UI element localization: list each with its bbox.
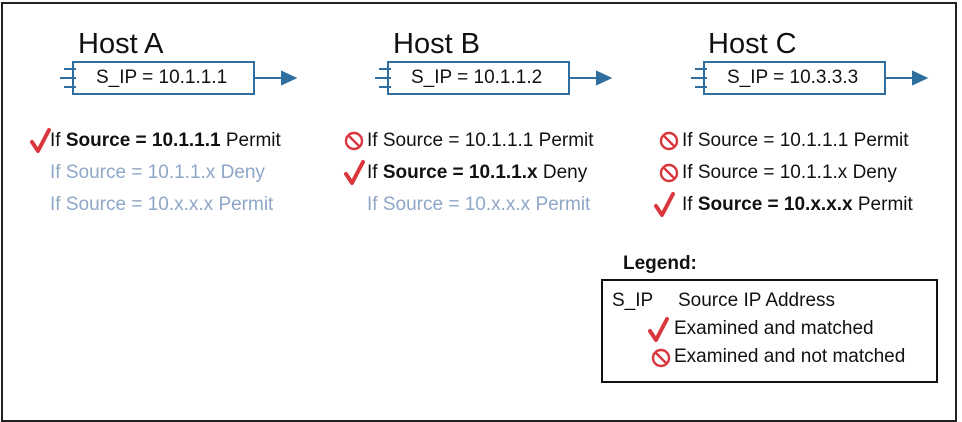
prohibit-icon xyxy=(659,163,679,183)
packet-lines-c xyxy=(691,68,707,88)
rule-action: Deny xyxy=(537,162,588,183)
packet-lines-a xyxy=(60,68,76,88)
check-icon xyxy=(648,317,669,342)
acl-rule: If Source = 10.1.1.1 Permit xyxy=(367,129,594,153)
arrow-icon xyxy=(570,70,613,86)
rule-text: If Source = 10.x.x.x Permit xyxy=(367,194,591,215)
check-icon xyxy=(30,128,51,153)
packet-box: S_IP = 10.1.1.1 xyxy=(72,61,255,95)
legend-abbrev-meaning: Source IP Address xyxy=(678,290,836,311)
rule-text: If Source = 10.1.1.x Deny xyxy=(682,162,897,183)
packet-lines-b xyxy=(375,68,391,88)
host-title: Host B xyxy=(393,28,481,60)
packet-box: S_IP = 10.3.3.3 xyxy=(703,61,886,95)
rule-text: If Source = 10.1.1.1 Permit xyxy=(367,130,594,151)
rule-text: If xyxy=(367,162,383,183)
diagram-graphics xyxy=(30,68,929,368)
legend-matched-label: Examined and matched xyxy=(674,318,874,339)
check-icon xyxy=(654,192,675,217)
rule-text: If xyxy=(682,194,698,215)
acl-rule: If Source = 10.1.1.x Deny xyxy=(682,161,897,185)
prohibit-icon xyxy=(344,131,364,151)
acl-rule: If Source = 10.1.1.x Deny xyxy=(367,161,587,185)
packet-box: S_IP = 10.1.1.2 xyxy=(387,61,570,95)
legend-not-matched-label: Examined and not matched xyxy=(674,346,906,367)
rule-text: If Source = 10.1.1.1 Permit xyxy=(682,130,909,151)
arrow-icon xyxy=(255,70,298,86)
acl-rule: If Source = 10.1.1.1 Permit xyxy=(50,129,281,153)
acl-rule: If Source = 10.1.1.x Deny xyxy=(50,161,265,185)
acl-rule: If Source = 10.x.x.x Permit xyxy=(367,193,590,217)
rule-text: If Source = 10.x.x.x Permit xyxy=(50,194,274,215)
host-title: Host C xyxy=(708,28,797,60)
acl-rule: If Source = 10.x.x.x Permit xyxy=(50,193,273,217)
prohibit-icon xyxy=(659,131,679,151)
host-title: Host A xyxy=(78,28,164,60)
legend-title: Legend: xyxy=(623,253,697,274)
rule-match-condition: Source = 10.1.1.1 xyxy=(65,130,221,151)
acl-rule: If Source = 10.x.x.x Permit xyxy=(682,193,913,217)
acl-rule: If Source = 10.1.1.1 Permit xyxy=(682,129,909,153)
legend-abbrev: S_IP xyxy=(612,290,654,311)
check-icon xyxy=(344,160,365,185)
rule-match-condition: Source = 10.1.1.x xyxy=(382,162,538,183)
prohibit-icon xyxy=(651,348,671,368)
rule-match-condition: Source = 10.x.x.x xyxy=(697,194,853,215)
rule-action: Permit xyxy=(852,194,913,215)
rule-action: Permit xyxy=(220,130,281,151)
rule-text: If xyxy=(50,130,66,151)
rule-text: If Source = 10.1.1.x Deny xyxy=(50,162,265,183)
arrow-icon xyxy=(886,70,929,86)
